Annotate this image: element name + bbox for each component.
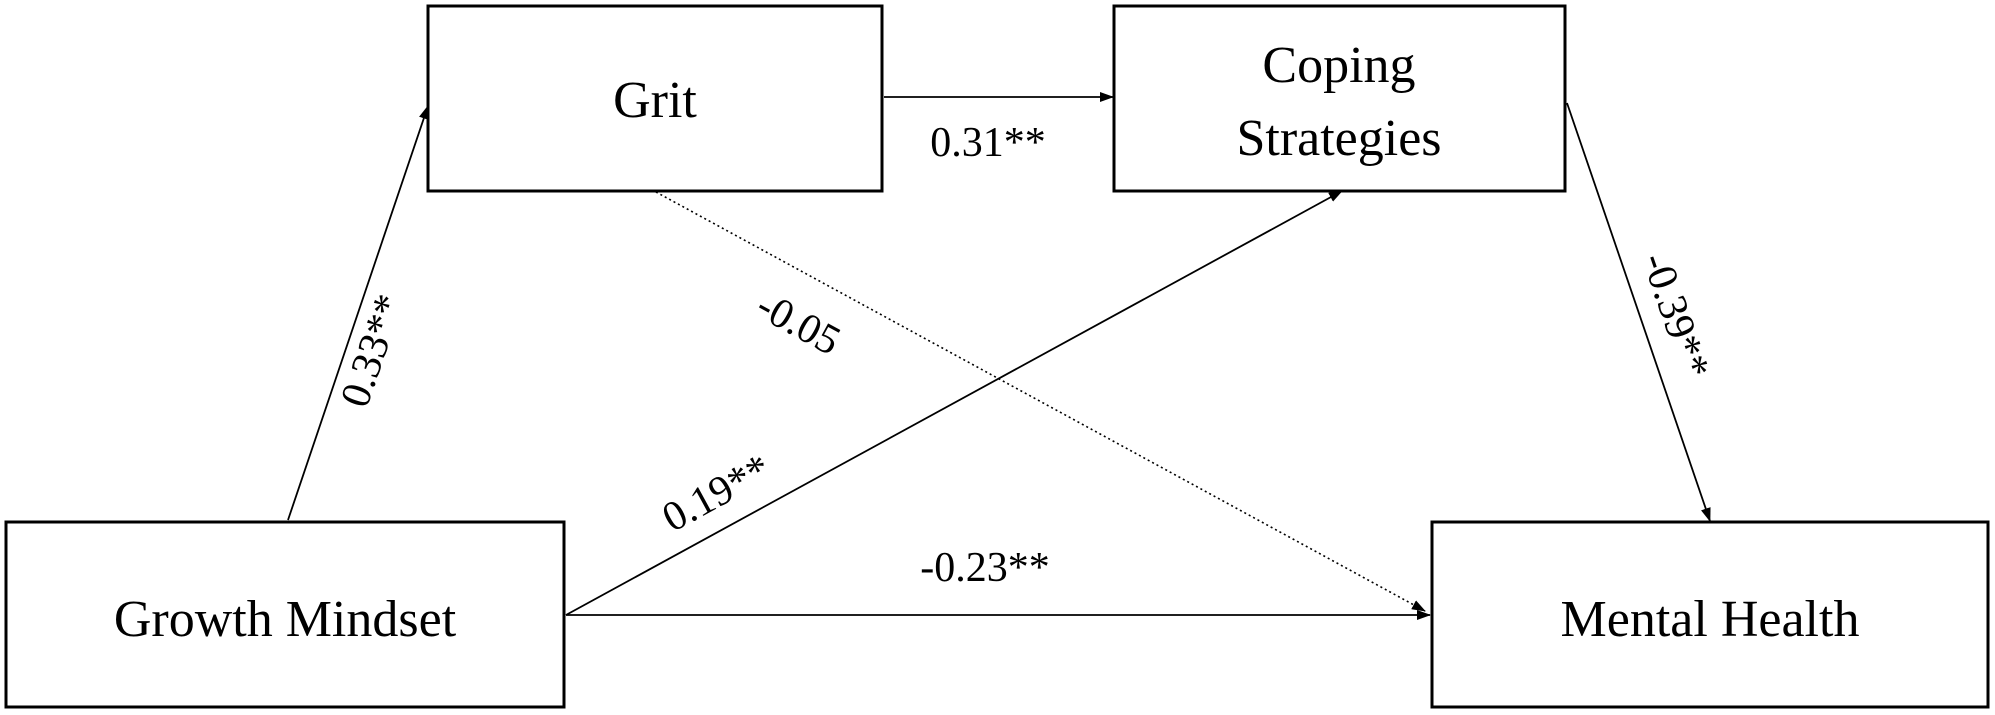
coef-growth-to-coping: 0.19** <box>655 446 778 542</box>
path-growth-to-grit <box>287 105 429 521</box>
node-mental-label: Mental Health <box>1561 591 1860 648</box>
path-growth-to-coping <box>565 190 1343 616</box>
node-growth-mindset: Growth Mindset <box>4 520 566 709</box>
coef-coping-to-mental-health: -0.39** <box>1632 247 1718 384</box>
node-coping-label-line1: Coping <box>1262 37 1415 94</box>
path-grit-to-mental-health <box>655 191 1426 612</box>
node-grit: Grit <box>426 4 884 193</box>
path-coping-to-mental-health <box>1566 102 1711 522</box>
node-coping-label-line2: Strategies <box>1236 110 1441 167</box>
node-growth-label: Growth Mindset <box>114 591 457 648</box>
coef-grit-to-coping: 0.31** <box>930 120 1046 166</box>
node-coping-strategies: Coping Strategies <box>1112 4 1567 193</box>
node-grit-label: Grit <box>613 72 697 129</box>
coef-grit-to-mental-health: -0.05 <box>749 282 848 364</box>
coef-growth-to-mental-health: -0.23** <box>920 545 1050 591</box>
node-mental-health: Mental Health <box>1430 520 1990 709</box>
